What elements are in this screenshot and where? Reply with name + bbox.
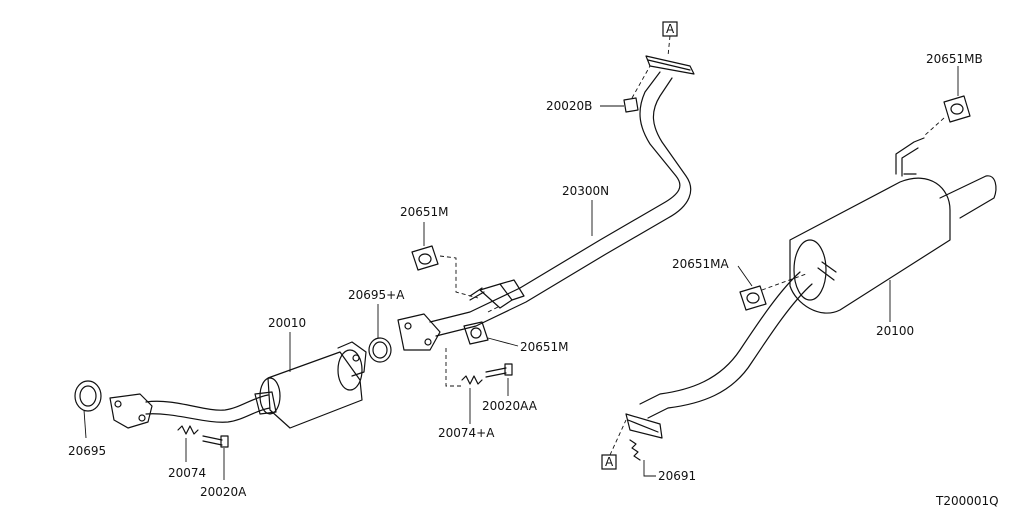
label-20695A: 20695+A bbox=[348, 288, 405, 302]
muffler-20100 bbox=[625, 137, 997, 439]
spring-20691 bbox=[629, 439, 656, 477]
mount-rubber-20651M-top bbox=[411, 222, 479, 299]
ref-a-top: A bbox=[666, 22, 675, 36]
spring-20074A bbox=[445, 348, 483, 424]
label-20020AA: 20020AA bbox=[482, 399, 538, 413]
label-20695: 20695 bbox=[68, 444, 106, 458]
clamp-20020B bbox=[600, 65, 651, 113]
label-20300N: 20300N bbox=[562, 184, 609, 198]
label-20691: 20691 bbox=[658, 469, 696, 483]
center-pipe-20300N bbox=[397, 55, 695, 351]
label-20074: 20074 bbox=[168, 466, 206, 480]
ref-a-bottom: A bbox=[605, 455, 614, 469]
mount-rubber-20651MA bbox=[737, 265, 807, 311]
bolt-20020AA bbox=[485, 363, 513, 396]
spring-20074 bbox=[177, 425, 199, 462]
catalytic-converter-20010 bbox=[259, 332, 367, 429]
figure-id: T200001Q bbox=[935, 494, 999, 508]
bolt-20020A bbox=[202, 435, 229, 480]
gasket-20695A bbox=[368, 304, 392, 363]
label-20100: 20100 bbox=[876, 324, 914, 338]
front-pipe bbox=[109, 391, 277, 429]
ref-box-a-top bbox=[662, 21, 678, 57]
label-20651MA: 20651MA bbox=[672, 257, 730, 271]
label-20651M-right: 20651M bbox=[520, 340, 569, 354]
label-20020B: 20020B bbox=[546, 99, 592, 113]
label-20074A: 20074+A bbox=[438, 426, 495, 440]
label-20020A: 20020A bbox=[200, 485, 247, 499]
label-20651M-top: 20651M bbox=[400, 205, 449, 219]
label-20010: 20010 bbox=[268, 316, 306, 330]
ref-box-a-bottom bbox=[601, 419, 627, 470]
mount-rubber-20651MB bbox=[923, 66, 971, 137]
mount-rubber-20651M-right bbox=[463, 305, 519, 347]
front-gasket-20695 bbox=[74, 380, 102, 439]
label-20651MB: 20651MB bbox=[926, 52, 983, 66]
